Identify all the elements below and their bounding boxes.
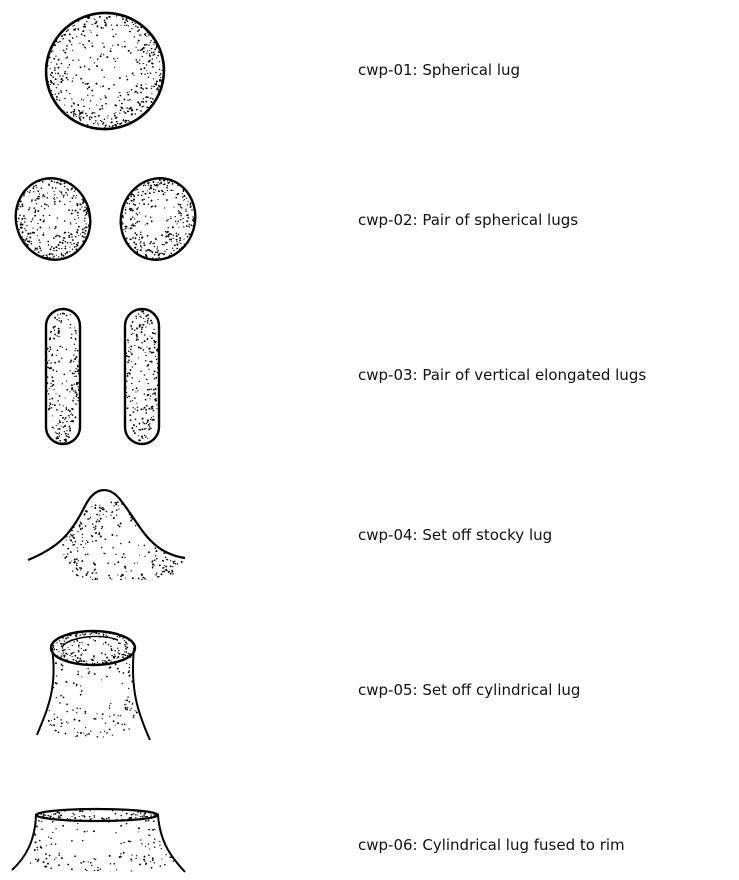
lug-label: cwp-05: Set off cylindrical lug <box>358 681 580 699</box>
lug-label: cwp-02: Pair of spherical lugs <box>358 211 578 229</box>
lug-label: cwp-01: Spherical lug <box>358 61 520 79</box>
fused-rim-lug-drawing <box>0 0 220 880</box>
lug-label: cwp-04: Set off stocky lug <box>358 526 552 544</box>
lug-label: cwp-06: Cylindrical lug fused to rim <box>358 836 625 854</box>
lug-label: cwp-03: Pair of vertical elongated lugs <box>358 366 646 384</box>
